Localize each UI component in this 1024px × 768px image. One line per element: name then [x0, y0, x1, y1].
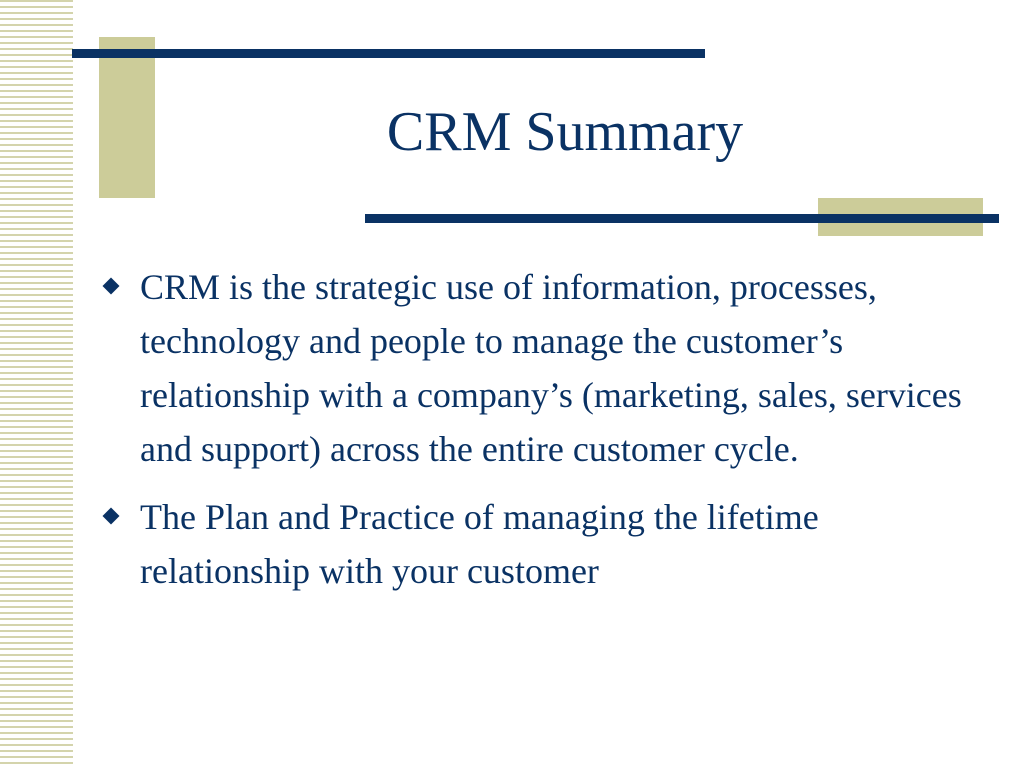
bullet-item: CRM is the strategic use of information,… — [102, 260, 995, 476]
bullet-text: CRM is the strategic use of information,… — [140, 267, 962, 469]
bullet-item: The Plan and Practice of managing the li… — [102, 490, 995, 598]
diamond-bullet-icon — [102, 277, 120, 295]
title-rule-top — [72, 49, 705, 58]
decorative-block-top — [99, 37, 155, 198]
bullet-list: CRM is the strategic use of information,… — [102, 260, 995, 612]
slide-title: CRM Summary — [386, 101, 744, 163]
left-stripe-band — [0, 0, 73, 768]
bullet-text: The Plan and Practice of managing the li… — [140, 497, 819, 591]
title-rule-bottom — [365, 214, 999, 223]
diamond-bullet-icon — [102, 507, 120, 525]
